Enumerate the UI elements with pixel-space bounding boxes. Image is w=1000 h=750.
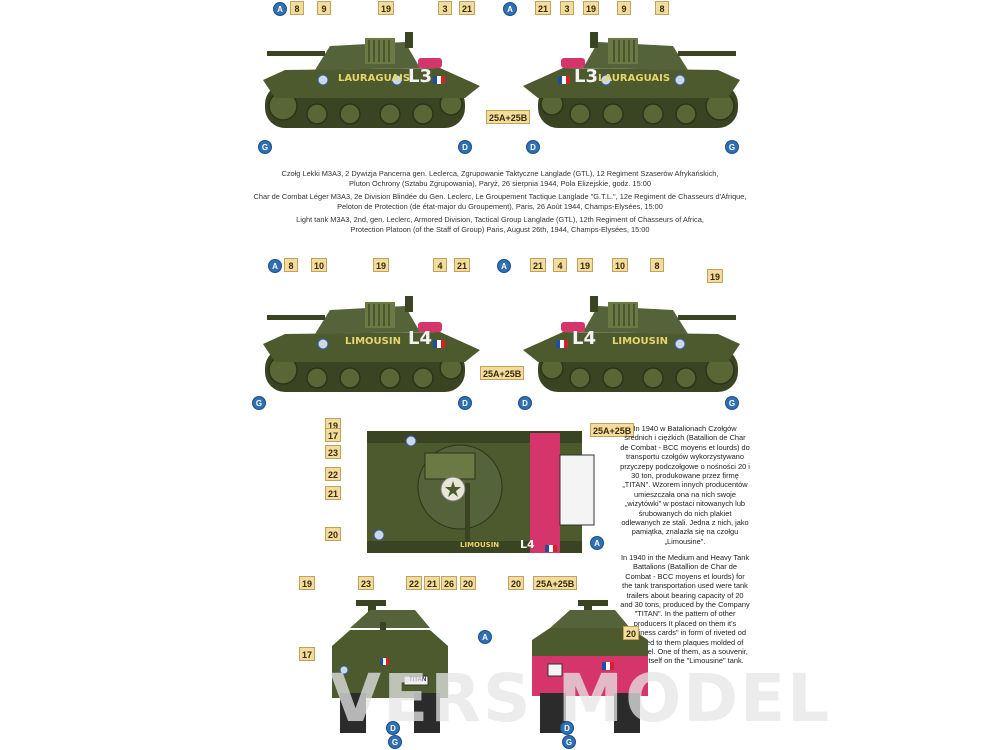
callout-tag: 19: [299, 576, 316, 590]
side-text-pl: In 1940 w Batalionach Czołgów średnich i…: [620, 424, 750, 546]
callout-tag: 4: [553, 258, 567, 272]
callout-tag: 21: [325, 486, 342, 500]
tank-name-marking: LIMOUSIN: [612, 336, 668, 347]
callout-g: G: [562, 735, 576, 749]
tank-code-marking: L4: [572, 328, 596, 349]
callout-tag: 21: [454, 258, 471, 272]
tank-front-view: [332, 600, 448, 733]
callout-tag: 21: [424, 576, 441, 590]
tank-side-view-right-l3: [523, 32, 740, 128]
callout-g: G: [725, 140, 739, 154]
callout-tag: 20: [623, 626, 640, 640]
callout-tag: 22: [406, 576, 423, 590]
caption-block: Czołg Lekki M3A3, 2 Dywizja Pancerna gen…: [250, 169, 750, 234]
tank-side-view-left-l3: [263, 32, 480, 128]
callout-tag: 3: [560, 1, 574, 15]
callout-tag: 9: [317, 1, 331, 15]
callout-tag: 4: [433, 258, 447, 272]
callout-tag: 20: [460, 576, 477, 590]
callout-tag: 19: [707, 269, 724, 283]
tank-name-marking: LAURAGUAIS: [338, 73, 411, 84]
callout-d: D: [458, 396, 472, 410]
callout-a: A: [478, 630, 492, 644]
tank-name-marking: LIMOUSIN: [345, 336, 401, 347]
tank-side-view-left-l4: [263, 296, 480, 392]
callout-d: D: [458, 140, 472, 154]
callout-tag-25a-25b: 25A+25B: [480, 366, 525, 380]
callout-tag: 9: [617, 1, 631, 15]
callout-tag: 17: [325, 428, 342, 442]
callout-tag: 20: [325, 527, 342, 541]
tank-code-marking: L3: [574, 66, 598, 87]
callout-g: G: [388, 735, 402, 749]
callout-d: D: [386, 721, 400, 735]
callout-tag: 8: [284, 258, 298, 272]
callout-tag: 8: [650, 258, 664, 272]
caption-fr-line: Peloton de Protection (de état-major du …: [337, 201, 663, 211]
top-view-code-marking: L4: [520, 538, 535, 551]
callout-tag: 26: [441, 576, 458, 590]
callout-d: D: [526, 140, 540, 154]
callout-tag-25a-25b: 25A+25B: [590, 423, 635, 437]
callout-tag: 17: [299, 647, 316, 661]
caption-fr-line: Char de Combat Léger M3A3, 2e Division B…: [253, 192, 747, 201]
callout-a: A: [497, 259, 511, 273]
callout-tag: 10: [612, 258, 629, 272]
caption-pl-line: Pluton Ochrony (Sztabu Zgrupowania), Par…: [349, 178, 651, 188]
callout-g: G: [252, 396, 266, 410]
callout-tag: 23: [358, 576, 375, 590]
tank-name-marking: LAURAGUAIS: [598, 73, 671, 84]
callout-tag: 19: [378, 1, 395, 15]
callout-a: A: [268, 259, 282, 273]
callout-a: A: [503, 2, 517, 16]
watermark: VERS MODEL: [330, 660, 832, 737]
callout-g: G: [725, 396, 739, 410]
caption-en-line: Light tank M3A3, 2nd, gen. Leclerc, Armo…: [296, 215, 704, 224]
tank-code-marking: L3: [408, 66, 432, 87]
callout-tag: 19: [373, 258, 390, 272]
tank-top-view: [367, 431, 595, 553]
callout-tag: 21: [535, 1, 552, 15]
callout-tag: 8: [655, 1, 669, 15]
callout-d: D: [560, 721, 574, 735]
top-view-name-marking: LIMOUSIN: [460, 541, 500, 549]
callout-d: D: [518, 396, 532, 410]
callout-tag: 21: [530, 258, 547, 272]
caption-en-line: Protection Platoon (of the Staff of Grou…: [350, 224, 650, 234]
callout-g: G: [258, 140, 272, 154]
callout-tag: 22: [325, 467, 342, 481]
callout-tag: 20: [508, 576, 525, 590]
callout-tag: 21: [459, 1, 476, 15]
callout-tag-25a-25b: 25A+25B: [533, 576, 578, 590]
callout-a: A: [590, 536, 604, 550]
front-plate-marking: TITAN: [409, 677, 427, 683]
caption-pl-line: Czołg Lekki M3A3, 2 Dywizja Pancerna gen…: [281, 169, 719, 178]
callout-tag: 19: [583, 1, 600, 15]
tank-side-view-right-l4: [523, 296, 740, 392]
callout-tag: 23: [325, 445, 342, 459]
callout-tag: 3: [438, 1, 452, 15]
callout-tag: 10: [311, 258, 328, 272]
tank-rear-view: [532, 600, 648, 733]
callout-tag-25a-25b: 25A+25B: [486, 110, 531, 124]
callout-tag: 8: [290, 1, 304, 15]
callout-tag: 19: [577, 258, 594, 272]
callout-a: A: [273, 2, 287, 16]
tank-code-marking: L4: [408, 328, 432, 349]
side-text-en: In 1940 in the Medium and Heavy Tank Bat…: [620, 553, 750, 666]
